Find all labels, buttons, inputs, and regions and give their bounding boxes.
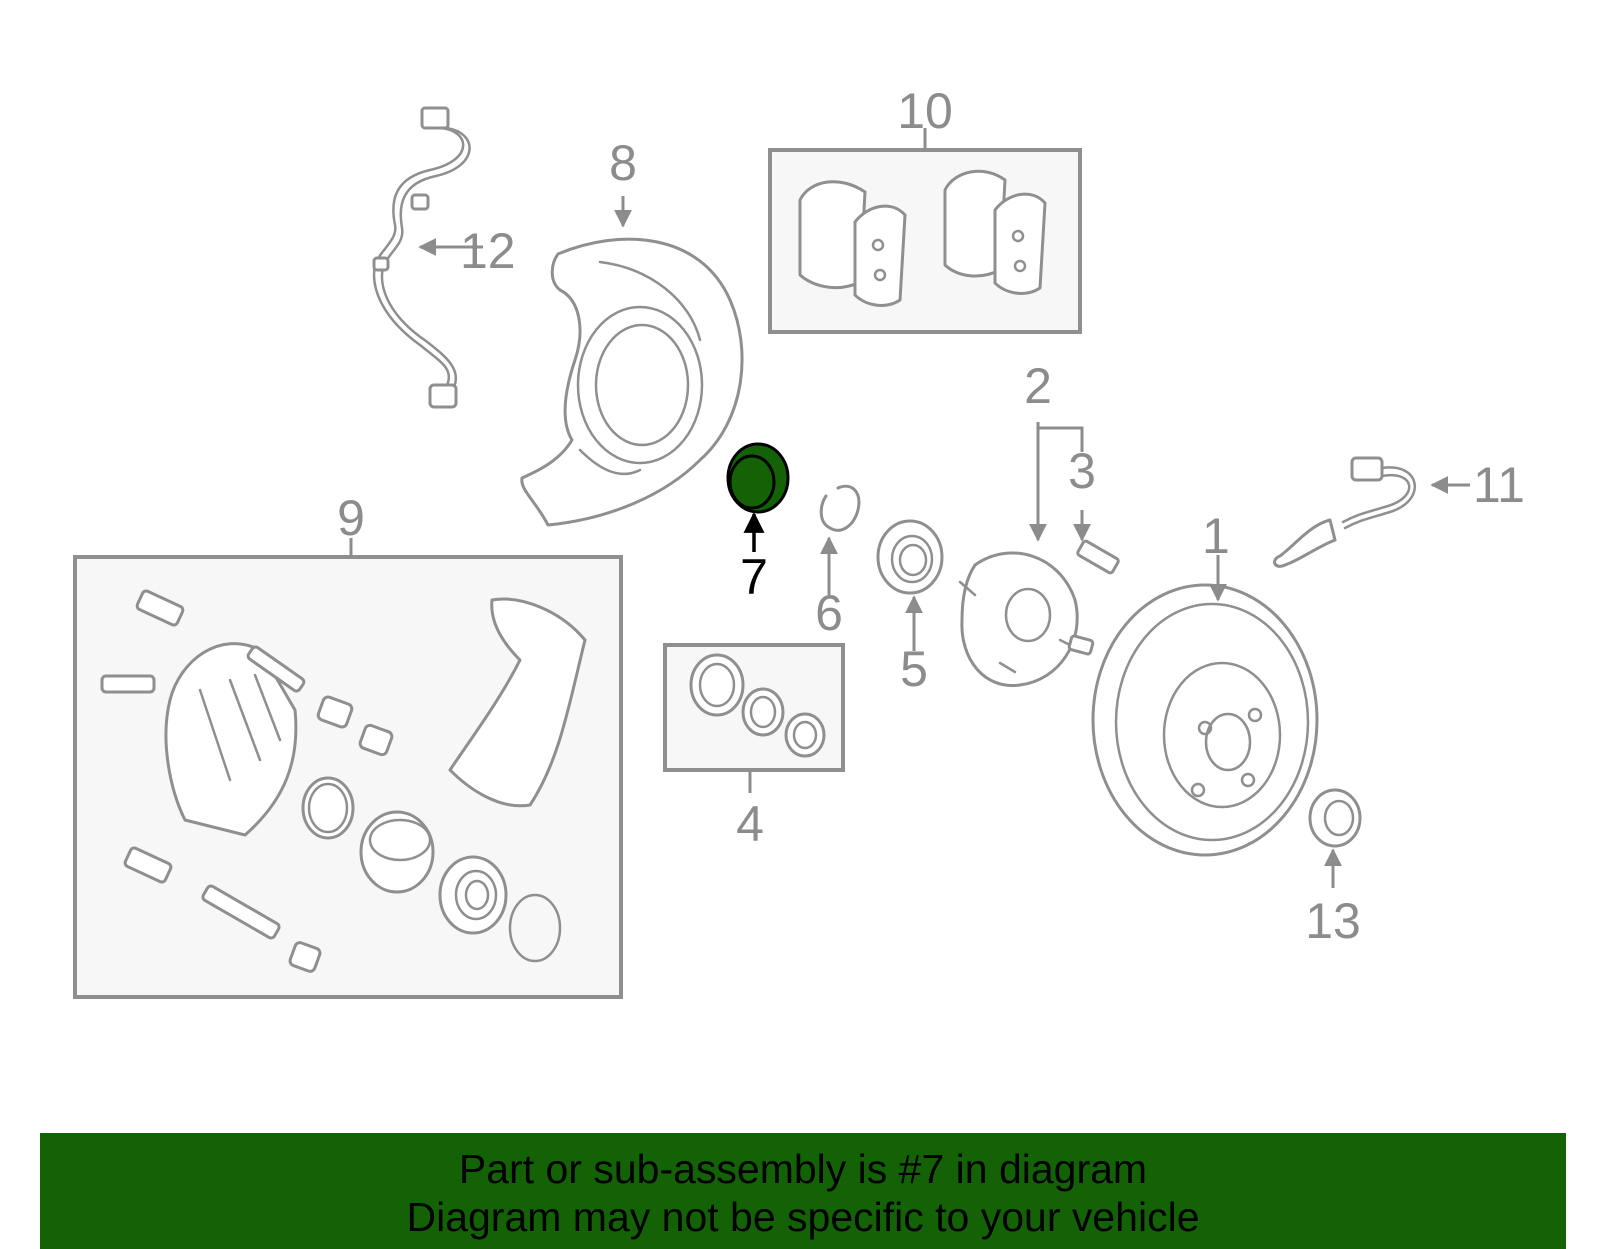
callout-8: 8 [609, 135, 637, 191]
part-2-hub[interactable] [958, 551, 1095, 688]
part-3-hub-bolt[interactable] [1076, 539, 1120, 575]
callout-12: 12 [460, 223, 516, 279]
callout-5: 5 [900, 641, 928, 697]
banner-line-1: Part or sub-assembly is #7 in diagram [458, 1146, 1148, 1192]
callout-2: 2 [1024, 358, 1052, 414]
part-4-seal-kit[interactable] [663, 643, 845, 772]
part-8-dust-shield[interactable] [520, 237, 744, 527]
part-7-highlighted-seal[interactable] [726, 442, 790, 514]
part-11-brake-hose[interactable] [1273, 456, 1417, 568]
callout-7: 7 [740, 549, 768, 605]
callout-1: 1 [1202, 508, 1230, 564]
callout-11: 11 [1473, 457, 1525, 513]
banner-line-2: Diagram may not be specific to your vehi… [406, 1194, 1200, 1240]
callout-4: 4 [736, 796, 764, 852]
part-10-brake-pad-set[interactable] [768, 148, 1082, 334]
callout-9: 9 [337, 490, 365, 546]
callout-3: 3 [1068, 443, 1096, 499]
part-13-hub-nut[interactable] [1308, 788, 1362, 848]
callout-6: 6 [815, 585, 843, 641]
part-6-snap-ring[interactable] [819, 484, 861, 532]
part-1-brake-rotor[interactable] [1091, 583, 1319, 857]
part-9-caliper-assembly[interactable] [73, 555, 623, 999]
callout-13: 13 [1305, 893, 1361, 949]
part-5-wheel-bearing[interactable] [876, 519, 944, 595]
info-banner: Part or sub-assembly is #7 in diagram Di… [40, 1133, 1566, 1249]
part-12-speed-sensor-wire[interactable] [372, 106, 471, 409]
callout-10: 10 [897, 83, 953, 139]
